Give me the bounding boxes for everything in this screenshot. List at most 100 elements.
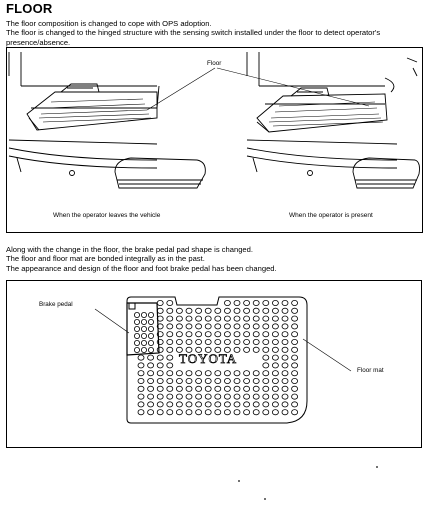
mat-hole: [166, 409, 174, 416]
mat-hole: [204, 331, 212, 338]
mat-hole: [166, 315, 174, 322]
mat-hole: [271, 401, 279, 408]
mat-hole: [223, 378, 231, 385]
mat-hole: [223, 370, 231, 377]
mat-hole: [214, 307, 222, 314]
mat-hole: [147, 378, 155, 385]
floor-mat-drawing: TOYOTA: [94, 296, 352, 424]
mat-hole: [223, 339, 231, 346]
mat-hole: [204, 378, 212, 385]
mat-hole: [233, 409, 241, 416]
mat-hole: [195, 385, 203, 392]
body-line-1: Along with the change in the floor, the …: [6, 245, 253, 254]
mat-hole: [223, 401, 231, 408]
mat-hole: [223, 307, 231, 314]
mat-hole: [166, 362, 174, 369]
mat-hole: [147, 385, 155, 392]
mat-hole: [156, 339, 164, 346]
mat-hole: [204, 346, 212, 353]
floor-label: Floor: [207, 60, 222, 67]
mat-hole: [134, 319, 141, 326]
mat-hole: [291, 299, 299, 306]
mat-hole: [204, 307, 212, 314]
mat-hole: [252, 393, 260, 400]
mat-hole: [281, 354, 289, 361]
mat-hole: [281, 362, 289, 369]
mat-hole: [156, 370, 164, 377]
mat-hole: [175, 346, 183, 353]
mat-hole: [243, 323, 251, 330]
mat-hole: [271, 378, 279, 385]
mat-hole: [243, 378, 251, 385]
mat-hole: [166, 339, 174, 346]
mat-hole: [233, 401, 241, 408]
mat-hole: [291, 409, 299, 416]
mat-hole: [147, 311, 154, 318]
mat-hole: [243, 385, 251, 392]
mat-hole: [185, 385, 193, 392]
mat-hole: [140, 347, 147, 354]
mat-hole: [223, 385, 231, 392]
mat-hole: [195, 378, 203, 385]
mat-hole: [140, 340, 147, 347]
mat-hole: [204, 401, 212, 408]
mat-hole: [252, 307, 260, 314]
mat-hole: [175, 323, 183, 330]
mat-hole: [214, 339, 222, 346]
caption-operator-leaves: When the operator leaves the vehicle: [53, 212, 161, 219]
mat-hole: [214, 401, 222, 408]
mat-hole: [156, 409, 164, 416]
mat-hole: [214, 331, 222, 338]
mat-hole: [252, 385, 260, 392]
mat-hole: [271, 299, 279, 306]
mat-hole: [166, 378, 174, 385]
mat-hole: [252, 346, 260, 353]
mat-hole: [204, 339, 212, 346]
mat-hole: [291, 331, 299, 338]
mat-hole: [271, 385, 279, 392]
mat-hole: [175, 409, 183, 416]
mat-hole: [134, 340, 141, 347]
mat-hole: [185, 401, 193, 408]
floor-comparison-drawing: [8, 52, 420, 189]
mat-hole: [252, 370, 260, 377]
mat-hole: [195, 346, 203, 353]
mat-hole: [140, 333, 147, 340]
mat-hole: [156, 393, 164, 400]
mat-hole: [262, 339, 270, 346]
mat-hole: [252, 409, 260, 416]
mat-hole: [134, 333, 141, 340]
mat-hole: [185, 307, 193, 314]
mat-hole: [223, 331, 231, 338]
mat-hole: [175, 370, 183, 377]
mat-hole: [185, 409, 193, 416]
mat-hole: [233, 307, 241, 314]
mat-hole: [271, 307, 279, 314]
mat-hole: [147, 326, 154, 333]
mat-hole: [243, 393, 251, 400]
mat-hole: [166, 299, 174, 306]
mat-hole: [291, 393, 299, 400]
mat-hole: [271, 393, 279, 400]
mat-hole: [147, 401, 155, 408]
toyota-brand-mark: TOYOTA: [179, 351, 237, 366]
mat-hole: [233, 339, 241, 346]
mat-hole: [195, 393, 203, 400]
mat-hole: [175, 307, 183, 314]
mat-hole: [195, 370, 203, 377]
mat-hole: [262, 307, 270, 314]
mat-hole: [214, 315, 222, 322]
mat-hole: [233, 331, 241, 338]
floor-comparison-figure: Floor When the operator leaves the vehic…: [6, 47, 423, 233]
mat-hole: [281, 339, 289, 346]
mat-hole: [166, 401, 174, 408]
mat-hole: [156, 331, 164, 338]
mat-hole: [147, 393, 155, 400]
mat-hole: [147, 347, 154, 354]
mat-hole: [166, 346, 174, 353]
mat-hole: [214, 385, 222, 392]
mat-hole: [147, 362, 155, 369]
mat-hole: [262, 299, 270, 306]
mat-hole: [134, 311, 141, 318]
mat-hole: [271, 362, 279, 369]
